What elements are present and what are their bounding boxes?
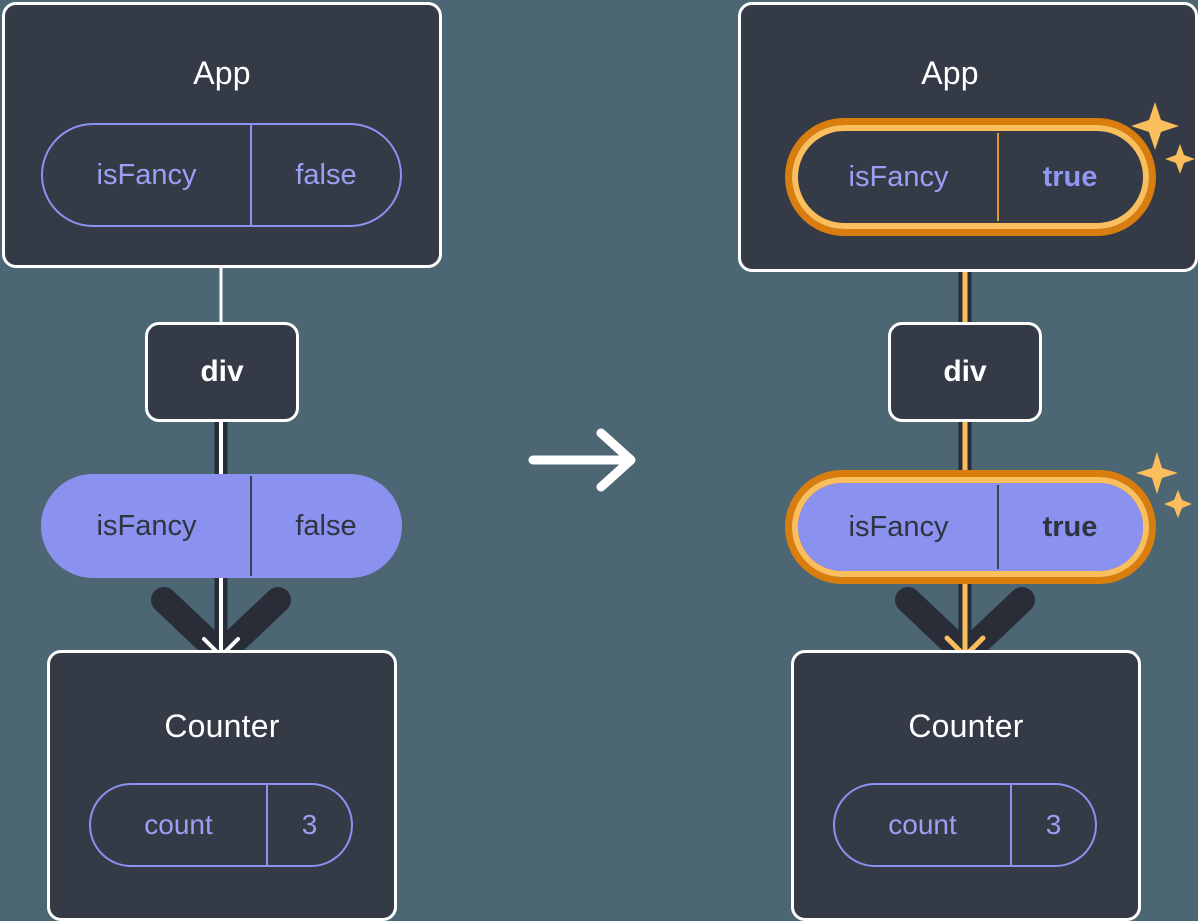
counter-state-name-before: count — [144, 809, 213, 840]
counter-box-title-after: Counter — [908, 708, 1024, 744]
div-box-label-after: div — [943, 355, 987, 388]
prop-name-before: isFancy — [96, 509, 197, 542]
counter-box-before[interactable]: Counter — [47, 650, 397, 921]
app-state-name-before: isFancy — [96, 158, 197, 191]
prop-pill-highlight-ring-after — [785, 470, 1156, 584]
counter-state-pill-after[interactable]: count 3 — [833, 783, 1097, 867]
counter-box-title-before: Counter — [164, 708, 280, 744]
app-state-value-before: false — [250, 125, 400, 225]
app-state-value-after: true — [997, 133, 1141, 221]
prop-pill-before[interactable]: isFancy false — [41, 474, 402, 578]
sparkle-icon-app-after — [1131, 102, 1195, 174]
counter-state-value-after: 3 — [1010, 785, 1095, 865]
counter-state-name-after: count — [888, 809, 957, 840]
prop-pill-after[interactable]: isFancy true — [798, 483, 1143, 571]
app-state-pill-after[interactable]: isFancy true — [798, 131, 1143, 223]
app-state-pill-before[interactable]: isFancy false — [41, 123, 402, 227]
app-box-title-after: App — [921, 55, 979, 91]
sparkle-icon-prop-after — [1136, 452, 1192, 518]
prop-value-before: false — [250, 476, 400, 576]
counter-state-pill-before[interactable]: count 3 — [89, 783, 353, 867]
counter-state-value-before: 3 — [266, 785, 351, 865]
app-box-title-before: App — [193, 55, 251, 91]
div-box-before[interactable]: div — [145, 322, 299, 422]
prop-value-after: true — [997, 485, 1141, 569]
app-state-pill-highlight-ring-after — [785, 118, 1156, 236]
div-box-after[interactable]: div — [888, 322, 1042, 422]
div-box-label-before: div — [200, 355, 244, 388]
transition-arrow-icon — [528, 428, 636, 492]
prop-name-after: isFancy — [848, 510, 949, 543]
app-state-name-after: isFancy — [848, 160, 949, 193]
